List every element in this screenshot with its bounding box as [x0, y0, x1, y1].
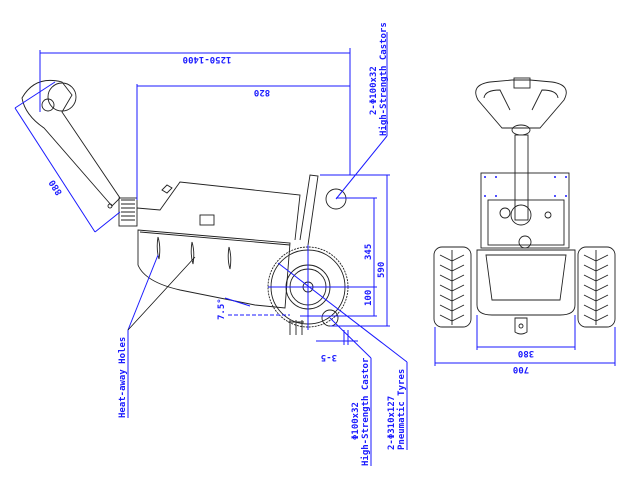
left-wheel	[433, 246, 472, 328]
handle-grip	[475, 79, 567, 129]
angle-label: 7.5°	[217, 298, 227, 320]
tow-bar	[514, 317, 528, 335]
castor-desc-label: High-Strength Castor	[360, 357, 371, 466]
handle-length-label: 880	[48, 178, 65, 197]
front-dimensions: 380 700	[434, 315, 616, 374]
tyres-qty-label: 2-Φ310x127	[387, 396, 397, 450]
overall-width-label: 700	[513, 364, 529, 374]
dim-100-label: 100	[364, 290, 374, 306]
body-length-label: 820	[254, 87, 270, 97]
heat-away-holes	[156, 236, 232, 270]
castors-qty-label: 2-Φ100x32	[369, 66, 379, 115]
battery-tray	[476, 249, 576, 316]
bellows-joint	[118, 197, 138, 227]
tractor-body	[136, 174, 319, 309]
front-view	[433, 77, 616, 335]
side-view	[21, 79, 349, 335]
clearance-label: 3-5	[321, 352, 337, 362]
dim-345-label: 345	[364, 244, 374, 260]
steering-column	[514, 134, 529, 221]
castor-top	[325, 188, 347, 210]
dim-590-label: 590	[377, 262, 387, 278]
bolt-marks	[484, 176, 567, 197]
key-switch	[518, 235, 532, 249]
tyres-desc-label: Pneumatic Tyres	[396, 369, 407, 450]
castors-desc-label: High-Strength Castors	[378, 22, 389, 136]
tow-handle	[21, 79, 138, 227]
castor-size-label: Φ100x32	[351, 402, 361, 440]
heat-holes-label: Heat-away Holes	[118, 337, 128, 418]
right-wheel	[577, 246, 616, 328]
overall-length-label: 1250-1400	[183, 54, 232, 64]
side-dimensions: 1250-1400 820 880 2-Φ100x32 High-Strengt…	[14, 22, 408, 466]
inner-width-label: 380	[518, 348, 534, 358]
